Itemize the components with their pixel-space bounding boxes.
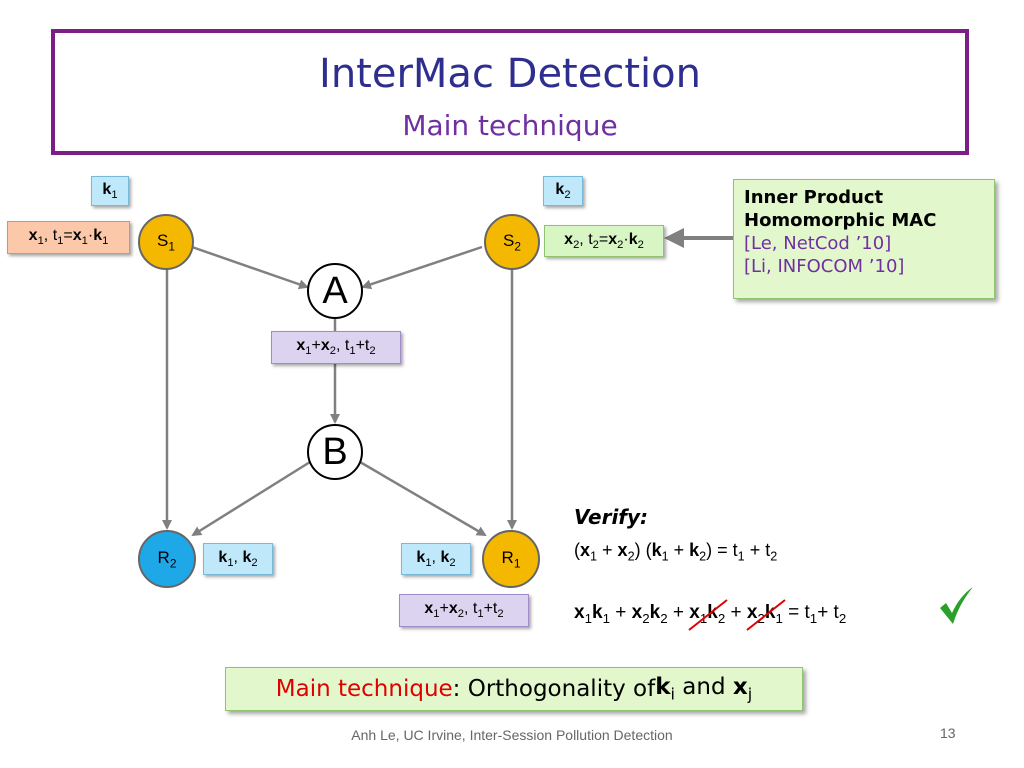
edge-s1-a xyxy=(191,245,309,290)
node-a-label: A xyxy=(322,269,348,312)
main-technique-text: : Orthogonality of xyxy=(452,676,656,702)
node-s2-label: S2 xyxy=(503,230,521,254)
checkmark-icon xyxy=(940,587,973,624)
combined-packet-tag-a: x1+x2, t1+t2 xyxy=(271,331,401,364)
mac-info-box: Inner Product Homomorphic MAC [Le, NetCo… xyxy=(733,179,995,299)
node-r1-label: R1 xyxy=(501,547,521,571)
edge-s2-a xyxy=(361,245,483,290)
verify-title: Verify: xyxy=(574,505,649,529)
main-technique-label: Main technique xyxy=(275,676,453,702)
strike-line-2 xyxy=(746,599,786,631)
key-k2-tag: k2 xyxy=(543,176,583,206)
node-r2-label: R2 xyxy=(157,547,177,571)
verify-equation-2: x1k1 + x2k2 + x1k2 + x2k1 = t1+ t2 xyxy=(574,599,846,631)
edge-b-r1 xyxy=(359,460,487,537)
node-s1-label: S1 xyxy=(157,230,175,254)
node-a: A xyxy=(307,263,363,319)
verify-equation-1: (x1 + x2) (k1 + k2) = t1 + t2 xyxy=(574,540,778,564)
info-line-2: Homomorphic MAC xyxy=(744,210,937,231)
r2-keys-tag: k1, k2 xyxy=(203,543,273,575)
info-ref-1: [Le, NetCod ’10] xyxy=(744,233,892,254)
footer-text: Anh Le, UC Irvine, Inter-Session Polluti… xyxy=(351,727,673,743)
node-s1: S1 xyxy=(138,214,194,270)
key-k1-tag: k1 xyxy=(91,176,129,206)
source1-packet-tag: x1, t1=x1·k1 xyxy=(7,221,130,254)
node-r2: R2 xyxy=(138,530,196,588)
crossed-term-x2k1: x2k1 xyxy=(746,599,786,631)
slide-subtitle: Main technique xyxy=(402,109,618,142)
crossed-term-x1k2: x1k2 xyxy=(688,599,728,631)
source2-packet-tag: x2, t2=x2·k2 xyxy=(544,225,664,257)
node-b-label: B xyxy=(322,430,348,473)
page-number: 13 xyxy=(940,725,956,741)
r1-keys-tag: k1, k2 xyxy=(401,543,471,575)
edge-b-r2 xyxy=(191,460,311,537)
combined-packet-tag-r1: x1+x2, t1+t2 xyxy=(399,594,529,627)
slide-title: InterMac Detection xyxy=(319,51,701,97)
node-s2: S2 xyxy=(484,214,540,270)
main-technique-box: Main technique: Orthogonality of ki and … xyxy=(225,667,803,711)
title-box: InterMac Detection Main technique xyxy=(51,29,969,155)
info-ref-2: [Li, INFOCOM ’10] xyxy=(744,256,905,277)
info-line-1: Inner Product xyxy=(744,187,884,208)
strike-line-1 xyxy=(688,599,728,631)
node-b: B xyxy=(307,424,363,480)
node-r1: R1 xyxy=(482,530,540,588)
main-technique-math: ki and xj xyxy=(655,674,753,704)
